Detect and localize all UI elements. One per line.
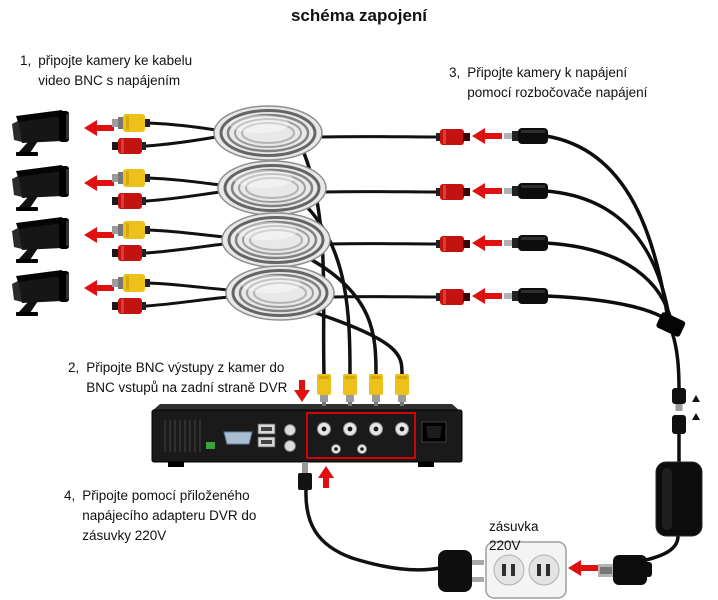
step-4-label: 4, Připojte pomocí přiloženého napájecíh… [64,486,256,546]
camera-arrow-2-icon [84,175,114,191]
camera-icon-1 [12,110,69,156]
splitter-junction [656,312,686,337]
power-splitter-cables [544,134,681,562]
power-connector-left-3 [112,245,146,261]
camera-icon-2 [12,165,69,211]
camera-arrow-3-icon [84,227,114,243]
step-4-number: 4, [64,488,76,503]
bnc-video-connector-3 [112,221,150,239]
dvr-wall-plug [438,550,484,592]
splitter-arrow-1-icon [472,128,502,144]
step-1-line-1: připojte kamery ke kabelu [38,53,193,68]
step-1-line-2: video BNC s napájením [38,73,181,88]
socket-label-line-1: zásuvka [489,519,539,534]
socket-label-line-2: 220V [489,538,521,553]
dvr-unit [151,404,463,467]
power-connector-left-4 [112,298,146,314]
cables [144,121,681,572]
splitter-plug-1 [504,128,548,144]
dvr-bnc-plug-2 [343,374,357,406]
step-3-number: 3, [449,65,461,80]
step-3-line-1: Připojte kamery k napájení [467,65,628,80]
bnc-video-connector-1 [112,114,150,132]
power-connector-left-2 [112,193,146,209]
wall-socket [485,541,567,599]
cable-coil-2 [216,159,328,217]
step-3-line-2: pomocí rozbočovače napájení [467,85,648,100]
cable-coil-1 [212,104,324,162]
barrel-connector [672,388,700,434]
dvr-led [206,442,215,449]
splitter-arrow-3-icon [472,235,502,251]
splitter-plug-2 [504,183,548,199]
dvr-vent-grille [164,420,201,452]
step-4-line-1: Připojte pomocí přiloženého [82,488,250,503]
step-2-line-2: BNC vstupů na zadní straně DVR [86,380,288,395]
camera-icon-3 [12,217,69,263]
step-2-line-1: Připojte BNC výstupy z kamer do [86,360,285,375]
dvr-power-cable [304,488,442,572]
camera-arrow-1-icon [84,120,114,136]
step-1-number: 1, [20,53,32,68]
step-2-label: 2, Připojte BNC výstupy z kamer do BNC v… [68,358,287,398]
dvr-power-arrow-icon [318,466,334,488]
splitter-arrow-4-icon [472,288,502,304]
bnc-video-connector-2 [112,169,150,187]
splitter-arrow-2-icon [472,183,502,199]
dvr-bnc-plug-3 [369,374,383,406]
power-connector-right-3 [436,236,470,252]
splitter-plug-4 [504,288,548,304]
power-connector-right-4 [436,289,470,305]
dvr-power-inlet [421,421,447,443]
power-connector-right-2 [436,184,470,200]
dvr-bnc-plug-4 [395,374,409,406]
cable-coil-3 [220,211,332,269]
step-4-line-3: zásuvky 220V [82,528,167,543]
step-3-label: 3, Připojte kamery k napájení pomocí roz… [449,63,647,103]
dvr-vga-port [223,431,253,445]
bnc-video-connector-4 [112,274,150,292]
cable-coil-4 [224,264,336,322]
page-title: schéma zapojení [290,6,428,25]
power-connector-right-1 [436,129,470,145]
dvr-power-plug [298,462,312,490]
dvr-bnc-highlight-box [306,412,416,459]
step-1-label: 1, připojte kamery ke kabelu video BNC s… [20,51,192,91]
adapter-plug [598,555,652,585]
camera-icon-4 [12,270,69,316]
bnc-area-arrow-icon [294,380,310,402]
power-connector-left-1 [112,138,146,154]
dvr-bnc-inputs [317,422,409,454]
socket-arrow-icon [568,560,598,576]
socket-label: zásuvka 220V [489,517,539,555]
dvr-usb-ports [257,423,276,448]
splitter-plug-3 [504,235,548,251]
dvr-bnc-plug-1 [317,374,331,406]
step-2-number: 2, [68,360,80,375]
step-4-line-2: napájecího adapteru DVR do [82,508,257,523]
camera-arrow-4-icon [84,280,114,296]
power-adapter-brick [655,461,703,537]
